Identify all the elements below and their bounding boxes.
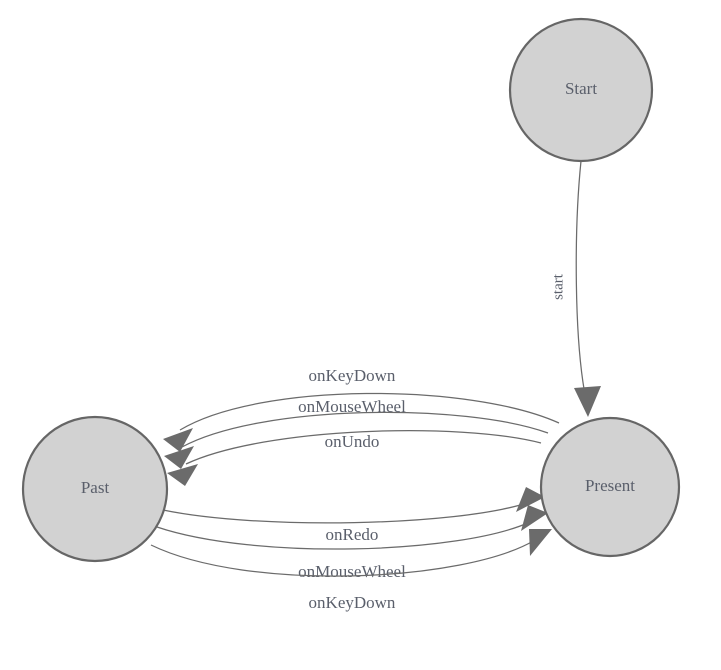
node-past-circle bbox=[21, 415, 169, 563]
edge-present-to-past-onmousewheel-path bbox=[181, 411, 549, 448]
arrowhead-present-onredo bbox=[516, 487, 545, 512]
edge-past-to-present-onredo-path bbox=[162, 502, 528, 524]
node-start-circle bbox=[508, 17, 654, 163]
edge-past-to-present-onmousewheel-path bbox=[156, 521, 531, 550]
edge-present-to-past-onkeydown[interactable]: onKeyDown bbox=[163, 366, 560, 452]
node-present-label: Present bbox=[585, 476, 635, 495]
edge-label-past-present-onmousewheel: onMouseWheel bbox=[298, 562, 406, 581]
arrowhead-present-onkeydown bbox=[529, 529, 552, 556]
edge-past-to-present-onkeydown[interactable]: onKeyDown bbox=[150, 529, 552, 612]
arrowhead-present-onmousewheel bbox=[521, 505, 548, 531]
edge-start-to-present[interactable]: start bbox=[550, 160, 601, 417]
node-start[interactable]: Start bbox=[508, 17, 654, 163]
arrowhead-present-from-start bbox=[574, 386, 601, 417]
edge-label-past-present-onredo: onRedo bbox=[326, 525, 379, 544]
edge-past-to-present-onredo[interactable]: onRedo bbox=[162, 487, 545, 544]
node-past[interactable]: Past bbox=[21, 415, 169, 563]
edge-present-to-past-onundo[interactable]: onUndo bbox=[167, 430, 542, 486]
edge-present-to-past-onkeydown-path bbox=[179, 392, 560, 431]
node-start-label: Start bbox=[565, 79, 597, 98]
arrowhead-past-onmousewheel bbox=[164, 446, 194, 469]
edge-past-to-present-onkeydown-path bbox=[150, 539, 536, 577]
edge-present-to-past-onmousewheel[interactable]: onMouseWheel bbox=[164, 397, 549, 469]
edge-label-start: start bbox=[550, 273, 566, 300]
edge-label-present-past-onkeydown: onKeyDown bbox=[309, 366, 396, 385]
arrowhead-past-onkeydown bbox=[163, 428, 193, 452]
node-present[interactable]: Present bbox=[539, 416, 681, 558]
edge-label-past-present-onkeydown: onKeyDown bbox=[309, 593, 396, 612]
edge-start-to-present-path bbox=[575, 160, 587, 401]
edge-label-present-past-onundo: onUndo bbox=[325, 432, 380, 451]
node-past-label: Past bbox=[81, 478, 110, 497]
edge-present-to-past-onundo-path bbox=[185, 430, 542, 465]
edge-label-present-past-onmousewheel: onMouseWheel bbox=[298, 397, 406, 416]
arrowhead-past-onundo bbox=[167, 464, 198, 486]
node-present-circle bbox=[539, 416, 681, 558]
